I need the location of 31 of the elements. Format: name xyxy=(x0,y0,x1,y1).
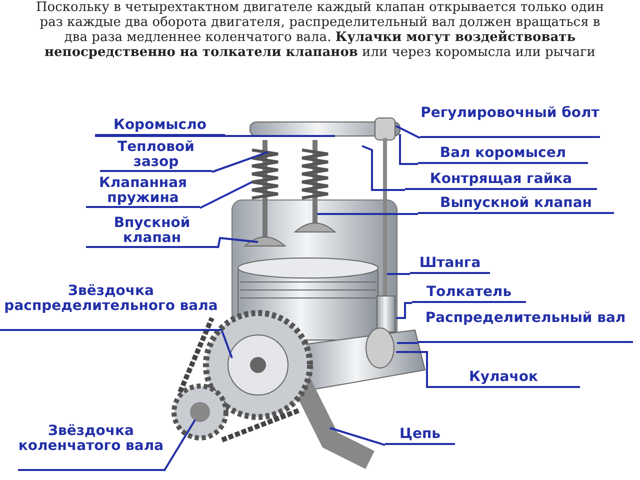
leader-line xyxy=(221,330,233,358)
part-label: Выпускной клапан xyxy=(418,196,614,214)
part-label: Вал коромысел xyxy=(418,146,588,164)
leader-line xyxy=(163,419,196,472)
leader-line xyxy=(362,145,405,191)
leader-line xyxy=(396,125,420,139)
part-label: Кулачок xyxy=(427,370,580,388)
part-label: Регулировочный болт xyxy=(420,106,600,138)
part-label: Тепловой зазор xyxy=(100,140,212,172)
part-label: Цепь xyxy=(385,427,455,445)
part-label: Штанга xyxy=(410,256,490,274)
part-label: Коромысло xyxy=(95,118,225,136)
leader-line xyxy=(95,135,335,137)
leader-line xyxy=(212,151,268,173)
leader-line xyxy=(317,213,418,215)
leader-line xyxy=(387,273,410,275)
part-label: Толкатель xyxy=(412,285,526,303)
leader-line xyxy=(399,134,418,165)
part-label: Распределительный вал xyxy=(418,311,633,343)
part-label: Звёздочка распределительного вала xyxy=(0,284,222,331)
description-paragraph: Поскольку в четырехтактном двигателе каждый клапан открывается только один раз каждые два оборота двигателя, распределительный вал должен вращаться в два раза медленнее коленчатого вала. Кулачки могут воздействовать непосредственно на толкатели клапанов или через коромысла или рычаги xyxy=(34,0,606,60)
leader-line xyxy=(396,351,428,388)
part-label: Звёздочка коленчатого вала xyxy=(18,424,164,471)
part-label: Клапанная пружина xyxy=(86,176,200,208)
leader-line xyxy=(217,236,258,248)
leader-line xyxy=(330,427,386,446)
part-label: Контрящая гайка xyxy=(405,172,597,190)
leader-line xyxy=(200,181,252,209)
leader-line xyxy=(397,342,418,344)
part-label: Впускной клапан xyxy=(86,216,218,248)
leader-line xyxy=(396,302,412,319)
